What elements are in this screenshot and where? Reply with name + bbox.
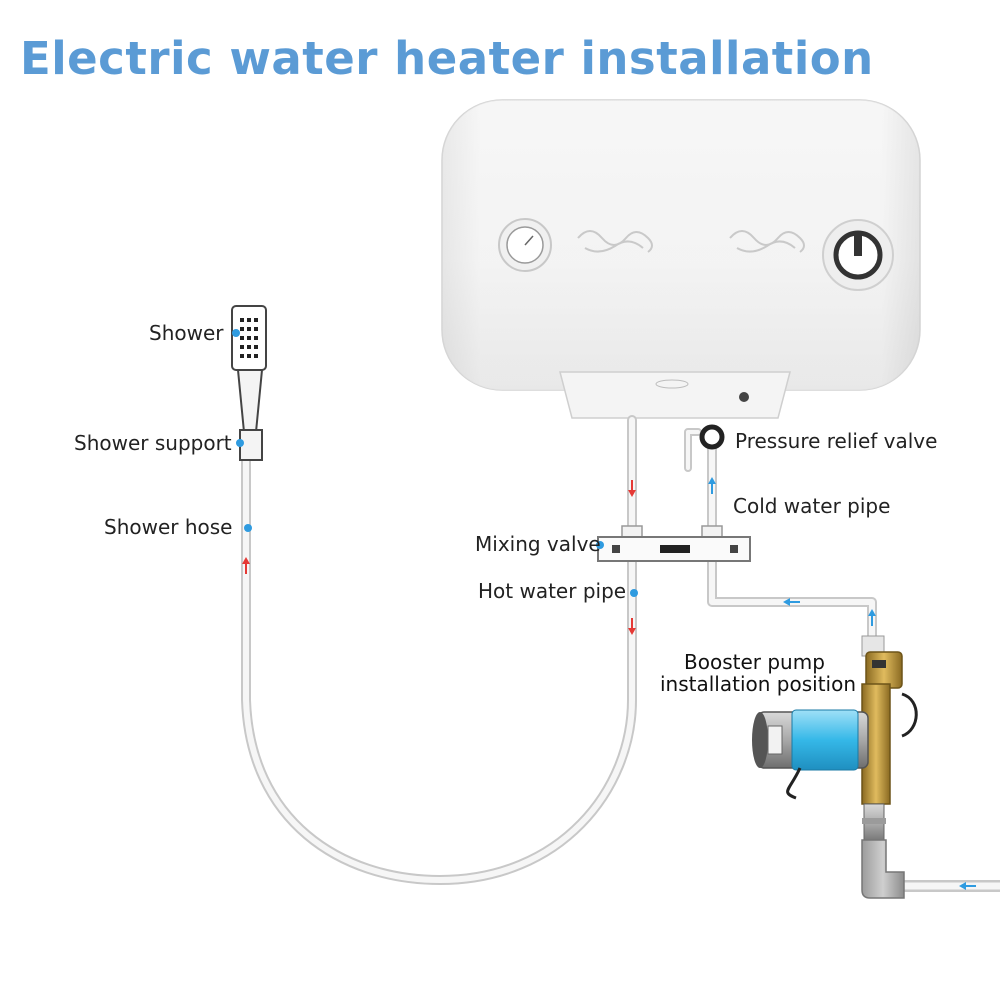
booster-pump [752,635,918,899]
hot-flow-arrow [242,557,250,574]
cold-flow-arrow [868,609,876,626]
thermostat-knob-icon [822,219,894,291]
bottom-connection-panel [559,371,791,419]
shower-hose [241,453,637,885]
flow-arrows [242,477,976,890]
label-hot-water-pipe: Hot water pipe [478,579,626,603]
label-mixing-valve: Mixing valve [475,532,601,556]
hot-flow-arrow [628,480,636,497]
cold-flow-arrow [783,598,800,606]
shower-marker [232,329,240,337]
label-shower: Shower [149,321,224,345]
label-pressure-relief-valve: Pressure relief valve [735,429,937,453]
mixing-valve [597,525,751,562]
hot-flow-arrow [628,618,636,635]
pump-motor-icon [752,709,869,800]
hot-water-pipe-marker [630,589,638,597]
temperature-gauge-icon [498,218,552,272]
label-booster-pump-line2: installation position [660,672,856,696]
shower-head-icon [231,305,267,433]
shower-support-marker [236,439,244,447]
label-cold-water-pipe: Cold water pipe [733,494,890,518]
pressure-relief-valve-icon [699,424,725,450]
shower-hose-marker [244,524,252,532]
label-shower-hose: Shower hose [104,515,233,539]
label-booster-pump-line1: Booster pump [684,650,825,674]
decorative-ornament [577,230,805,253]
label-markers [232,329,638,597]
pipe-elbow [861,839,905,899]
page-title: Electric water heater installation [20,32,874,85]
cold-flow-arrow [959,882,976,890]
label-shower-support: Shower support [74,431,232,455]
mixing-valve-marker [596,541,604,549]
water-heater-tank [441,99,921,419]
cold-flow-arrow [708,477,716,494]
